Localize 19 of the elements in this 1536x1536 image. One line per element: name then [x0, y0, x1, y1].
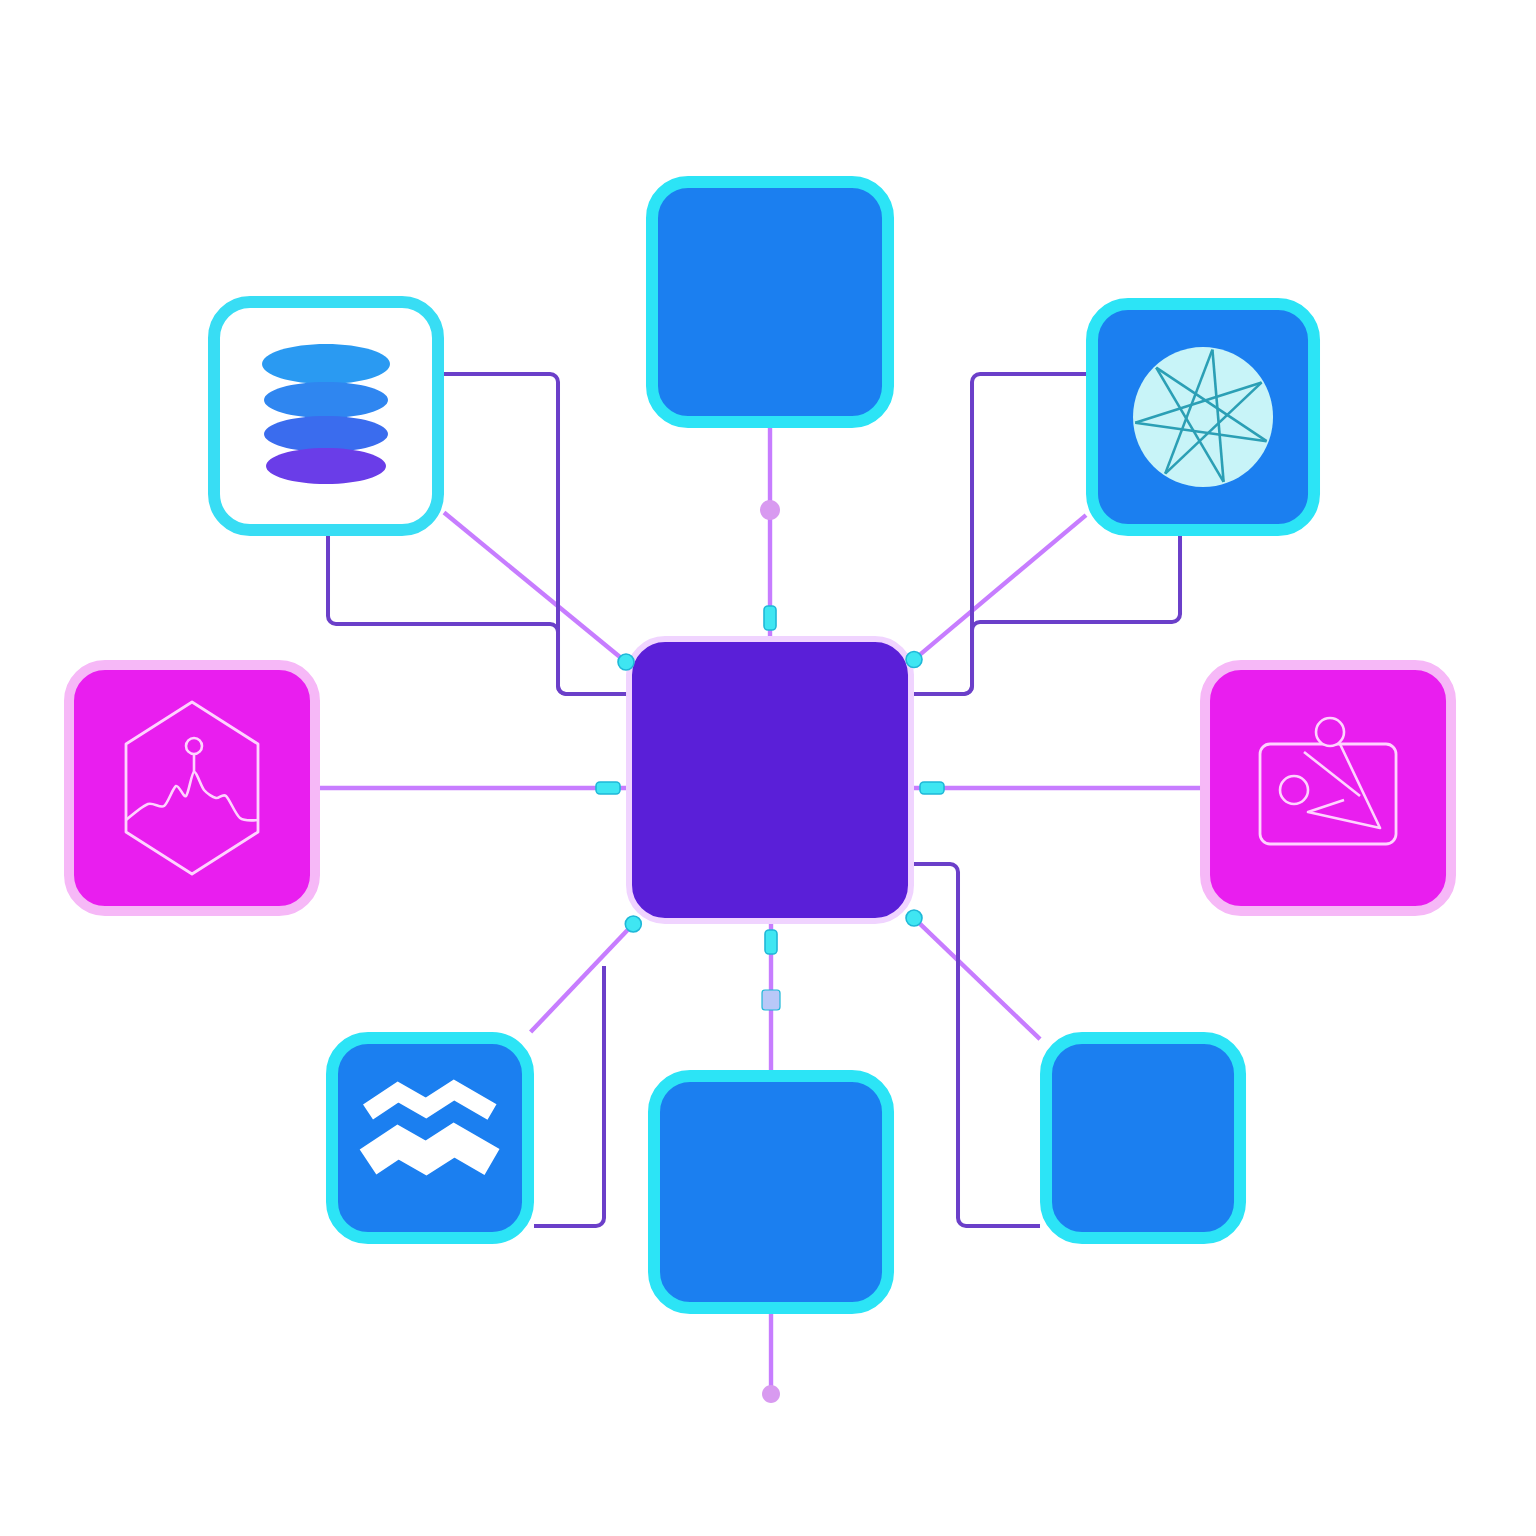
app-tile: [64, 660, 320, 916]
connector-line: [762, 1314, 780, 1403]
connector-line: [763, 428, 777, 636]
connector-line: [905, 513, 1088, 669]
app-tile: [1200, 660, 1456, 916]
connector-line: [764, 924, 778, 1070]
app-tile: [1040, 1032, 1246, 1244]
connector-line: [534, 966, 606, 1228]
connector-line: [320, 781, 626, 795]
connector-line: [914, 862, 1040, 1228]
connector-line: [529, 915, 643, 1034]
app-tile: [626, 636, 914, 924]
connector-line: [326, 536, 626, 696]
app-tile: [646, 176, 894, 428]
app-tile: [648, 1070, 894, 1314]
connector-line: [914, 781, 1200, 795]
connector-line: [442, 510, 635, 671]
connector-line: [914, 536, 1182, 696]
connector-line: [905, 909, 1042, 1041]
